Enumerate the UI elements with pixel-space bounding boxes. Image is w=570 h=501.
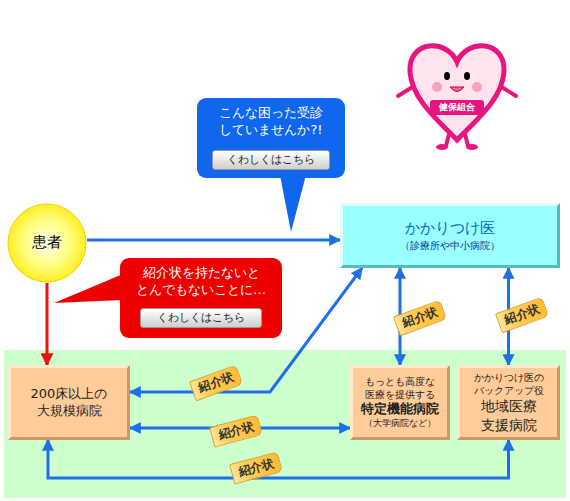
link-button: くわしくはこちら bbox=[140, 308, 262, 328]
hospital-box: もっとも高度な 医療を提供する特定機能病院（大学病院など） bbox=[350, 365, 450, 440]
node-text: くわしくはこちら bbox=[157, 311, 245, 325]
mascot-cheek bbox=[432, 82, 442, 92]
node-text: かかりつけ医 bbox=[405, 219, 495, 239]
mascot-leg bbox=[446, 134, 449, 146]
mascot-foot bbox=[436, 144, 448, 150]
link-button: くわしくはこちら bbox=[212, 150, 330, 170]
node-text: 特定機能病院 bbox=[361, 401, 439, 418]
node-text: 患者 bbox=[32, 233, 62, 253]
node-text: 200床以上の 大規模病院 bbox=[17, 386, 122, 420]
callout-bubble: 紹介状を持たないと とんでもないことに… くわしくはこちら bbox=[120, 258, 282, 338]
mascot-foot bbox=[466, 144, 478, 150]
patient-circle: 患者 bbox=[7, 203, 87, 283]
node-text: 地域医療 支援病院 bbox=[469, 397, 549, 433]
callout-bubble: こんな困った受診 していませんか?! くわしくはこちら bbox=[197, 98, 345, 178]
hospital-box: かかりつけ医の バックアップ役地域医療 支援病院 bbox=[457, 365, 560, 440]
referral-arrow bbox=[87, 239, 340, 242]
node-text: こんな困った受診 していませんか?! bbox=[205, 105, 337, 139]
node-text: （大学病院など） bbox=[364, 418, 436, 430]
patient-shape bbox=[8, 204, 86, 282]
mascot-eye bbox=[444, 72, 450, 80]
node-text: （診療所や中小病院） bbox=[400, 239, 500, 252]
hospital-box: 200床以上の 大規模病院 bbox=[8, 365, 130, 440]
mascot-eye bbox=[464, 72, 470, 80]
referral-tag: 紹介状 bbox=[495, 297, 549, 334]
mascot-label: 健保組合 bbox=[430, 100, 484, 115]
node-text: 紹介状を持たないと とんでもないことに… bbox=[128, 265, 274, 299]
mascot-cheek bbox=[472, 82, 482, 92]
referral-arrow bbox=[46, 283, 49, 365]
mascot-leg bbox=[465, 134, 468, 146]
mascot bbox=[398, 46, 516, 150]
clinic-box: かかりつけ医（診療所や中小病院） bbox=[340, 203, 560, 268]
callout-tail bbox=[280, 175, 306, 232]
mascot-band bbox=[430, 100, 484, 115]
mascot-mouth bbox=[450, 87, 464, 92]
mascot-heart bbox=[410, 46, 504, 140]
node-text: くわしくはこちら bbox=[227, 153, 315, 167]
node-text: もっとも高度な 医療を提供する bbox=[354, 375, 446, 401]
node-text: かかりつけ医の バックアップ役 bbox=[463, 371, 555, 397]
